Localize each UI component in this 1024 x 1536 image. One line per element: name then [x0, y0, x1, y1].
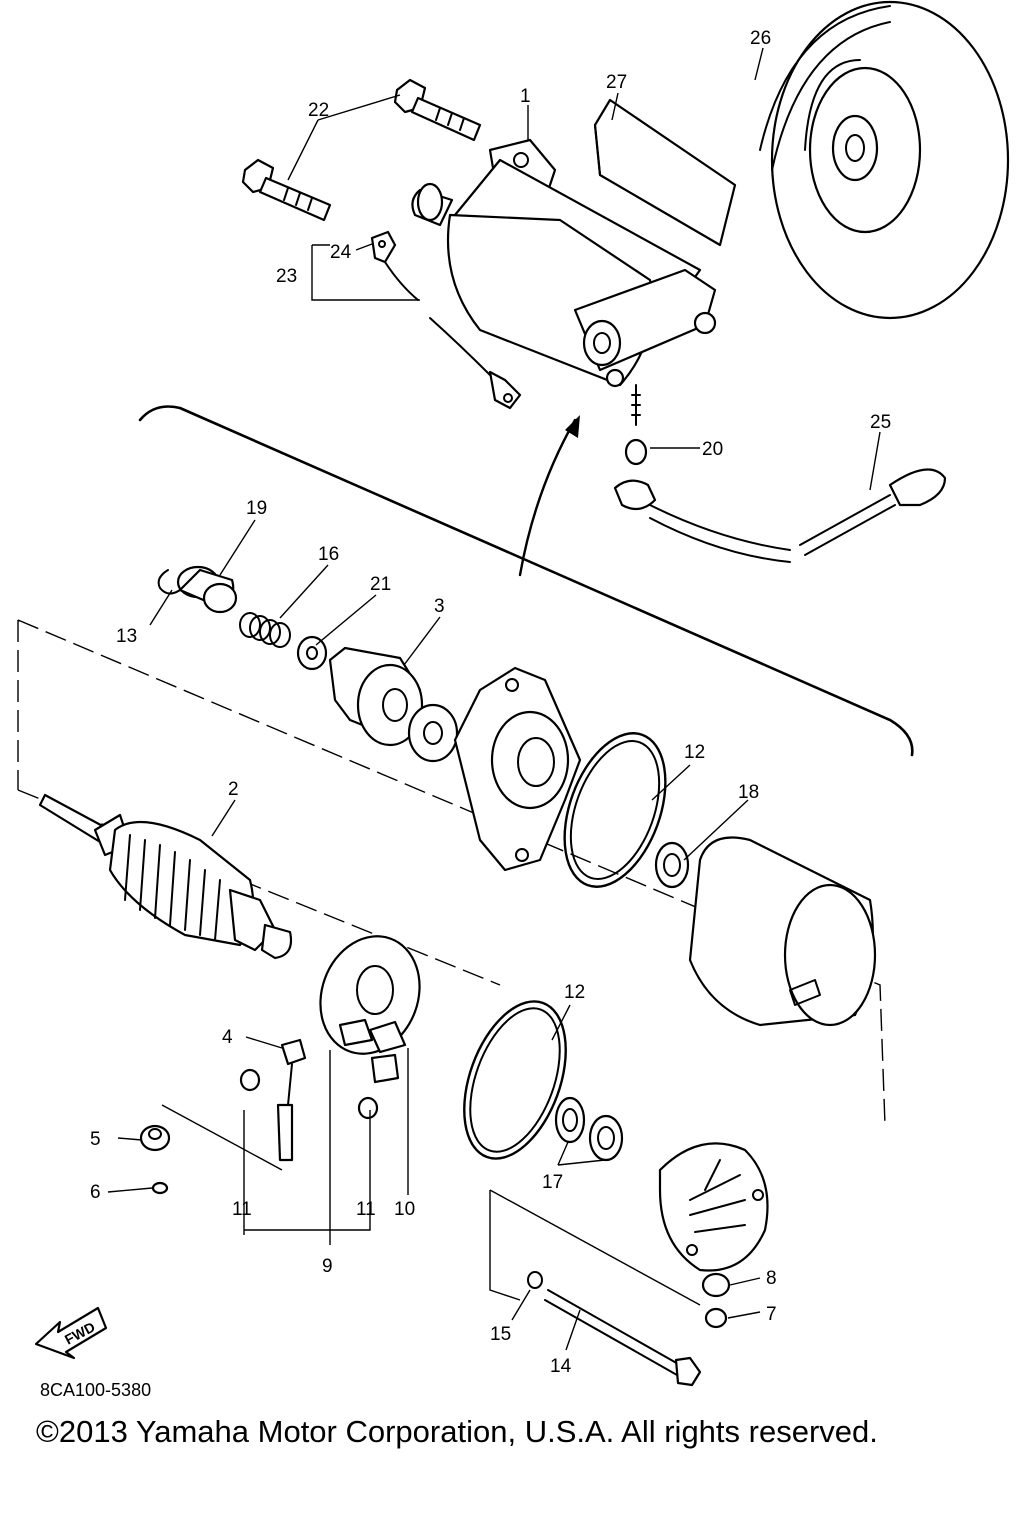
callout-numbers: 1 2 3 4 5 6 7 8 9 10 11 11 12 12 13 14 1…	[90, 28, 891, 1377]
part-27-pad	[593, 98, 737, 247]
part-15-o-ring	[527, 1271, 543, 1289]
part-2-armature	[38, 793, 293, 960]
callout-19: 19	[246, 498, 267, 519]
part-14-through-bolt	[544, 1289, 702, 1387]
callout-18: 18	[738, 782, 759, 803]
copyright-notice: ©2013 Yamaha Motor Corporation, U.S.A. A…	[36, 1414, 878, 1449]
part-17-washers	[554, 1096, 624, 1162]
assembly-bracket	[17, 405, 914, 1126]
callout-14: 14	[550, 1356, 572, 1377]
part-21-washer	[296, 635, 328, 671]
callout-11-b: 11	[356, 1199, 376, 1220]
callout-22: 22	[308, 100, 329, 121]
callout-12-a: 12	[684, 742, 705, 763]
callout-7: 7	[766, 1304, 777, 1325]
callout-9: 9	[322, 1256, 333, 1277]
diagram-code: 8CA100-5380	[40, 1380, 152, 1400]
callout-10: 10	[394, 1199, 415, 1220]
callout-5: 5	[90, 1129, 101, 1150]
front-housing	[453, 666, 582, 872]
part-23-lead-wire	[370, 230, 522, 410]
callout-15: 15	[490, 1324, 511, 1345]
rear-cover	[658, 1142, 769, 1272]
part-3-pinion-clutch	[328, 646, 459, 763]
part-9-brush-plate	[319, 935, 421, 1055]
callout-25: 25	[870, 412, 891, 433]
callout-21: 21	[370, 574, 391, 595]
part-10-brush	[370, 1053, 400, 1084]
callout-20: 20	[702, 439, 723, 460]
callout-6: 6	[90, 1182, 101, 1203]
starter-motor-assembly	[411, 138, 717, 426]
part-5-bushing	[139, 1124, 171, 1152]
fwd-arrow-icon: FWD	[34, 1306, 108, 1360]
callout-23: 23	[276, 266, 297, 287]
part-18-washer	[654, 841, 690, 889]
part-16-spring	[239, 612, 291, 648]
callout-12-b: 12	[564, 982, 585, 1003]
callout-2: 2	[228, 779, 239, 800]
part-20-nut	[624, 438, 648, 466]
part-25-cable	[613, 468, 947, 563]
callout-4: 4	[222, 1027, 233, 1048]
part-4-brush	[276, 1038, 307, 1162]
callout-3: 3	[434, 596, 445, 617]
callout-1: 1	[520, 86, 531, 107]
leader-lines	[107, 47, 881, 1351]
callout-13: 13	[116, 626, 137, 647]
callout-27: 27	[606, 72, 627, 93]
part-11-screws	[239, 1068, 379, 1120]
yoke-housing	[688, 836, 877, 1027]
part-19-collar	[176, 565, 238, 614]
callout-17: 17	[542, 1172, 563, 1193]
callout-11-a: 11	[232, 1199, 252, 1220]
part-8-grommet	[701, 1272, 731, 1298]
part-7-nut	[704, 1307, 728, 1329]
flywheel-ring-gear	[759, 0, 1010, 320]
callout-8: 8	[766, 1268, 777, 1289]
part-22-bolts	[241, 78, 482, 222]
part-6-washer	[151, 1181, 169, 1195]
part-12-o-ring-front	[563, 732, 667, 888]
callout-16: 16	[318, 544, 339, 565]
callout-26: 26	[750, 28, 771, 49]
part-13-circlip	[157, 569, 181, 595]
callout-24: 24	[330, 242, 352, 263]
part-12-o-ring-rear	[463, 1000, 567, 1160]
